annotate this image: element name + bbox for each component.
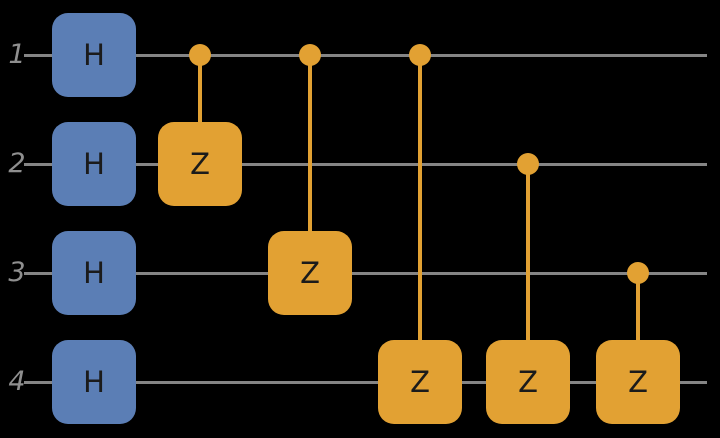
h-gate-qubit-2: H xyxy=(52,122,136,206)
qubit-wire-4 xyxy=(24,381,707,384)
cz-connector-q2-q4 xyxy=(526,164,530,340)
z-gate-target-q4-col4: Z xyxy=(486,340,570,424)
control-dot-q3-col5 xyxy=(627,262,649,284)
h-gate-qubit-4: H xyxy=(52,340,136,424)
qubit-wire-2 xyxy=(24,163,707,166)
cz-connector-q1-q4 xyxy=(418,55,422,340)
control-dot-q1-col3 xyxy=(409,44,431,66)
qubit-label-4: 4 xyxy=(8,366,26,397)
control-dot-q1-col1 xyxy=(189,44,211,66)
z-gate-target-q4-col3: Z xyxy=(378,340,462,424)
qubit-label-3: 3 xyxy=(8,257,26,288)
z-gate-target-q3: Z xyxy=(268,231,352,315)
qubit-label-2: 2 xyxy=(8,148,26,179)
cz-connector-q1-q2 xyxy=(198,55,202,122)
cz-connector-q1-q3 xyxy=(308,55,312,231)
qubit-wire-3 xyxy=(24,272,707,275)
control-dot-q1-col2 xyxy=(299,44,321,66)
qubit-wire-1 xyxy=(24,54,707,57)
qubit-label-1: 1 xyxy=(8,39,26,70)
z-gate-target-q4-col5: Z xyxy=(596,340,680,424)
cz-connector-q3-q4 xyxy=(636,273,640,340)
h-gate-qubit-3: H xyxy=(52,231,136,315)
z-gate-target-q2: Z xyxy=(158,122,242,206)
h-gate-qubit-1: H xyxy=(52,13,136,97)
control-dot-q2-col4 xyxy=(517,153,539,175)
